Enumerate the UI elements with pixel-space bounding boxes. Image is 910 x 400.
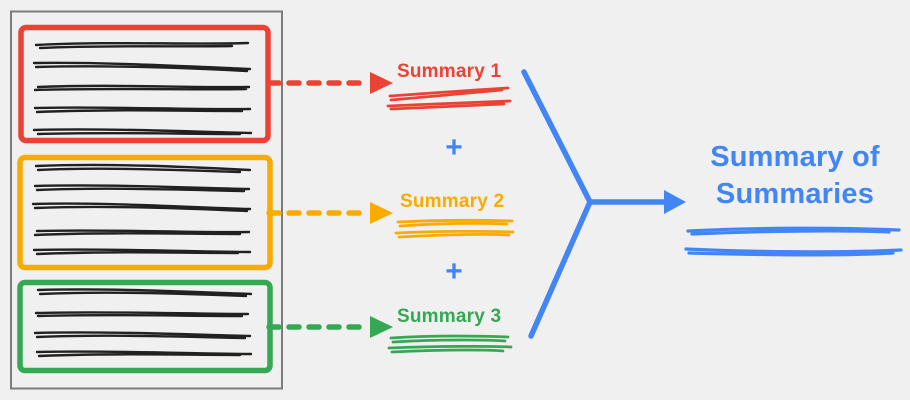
- result-scribble: [684, 226, 903, 257]
- plus-icon-2: +: [445, 255, 463, 288]
- summary-3-scribble: [387, 334, 513, 354]
- plus-icon-1: +: [445, 131, 463, 164]
- section-1-text-scribbles: [32, 41, 253, 136]
- section-2-text-scribbles: [31, 163, 252, 256]
- summary-2-label: Summary 2: [400, 191, 505, 212]
- merge-arrow: [521, 69, 686, 339]
- section-3-text-scribbles: [33, 288, 253, 358]
- summary-1-scribble: [386, 86, 512, 111]
- summary-of-summaries-label: Summary of Summaries: [710, 141, 880, 210]
- green-dashed-arrow: [266, 316, 393, 338]
- red-dashed-arrow: [266, 72, 393, 94]
- source-document-box: [10, 10, 283, 390]
- orange-dashed-arrow: [266, 202, 393, 224]
- summary-1-label: Summary 1: [397, 61, 502, 82]
- summary-2-scribble: [394, 218, 515, 239]
- summary-3-label: Summary 3: [397, 306, 502, 327]
